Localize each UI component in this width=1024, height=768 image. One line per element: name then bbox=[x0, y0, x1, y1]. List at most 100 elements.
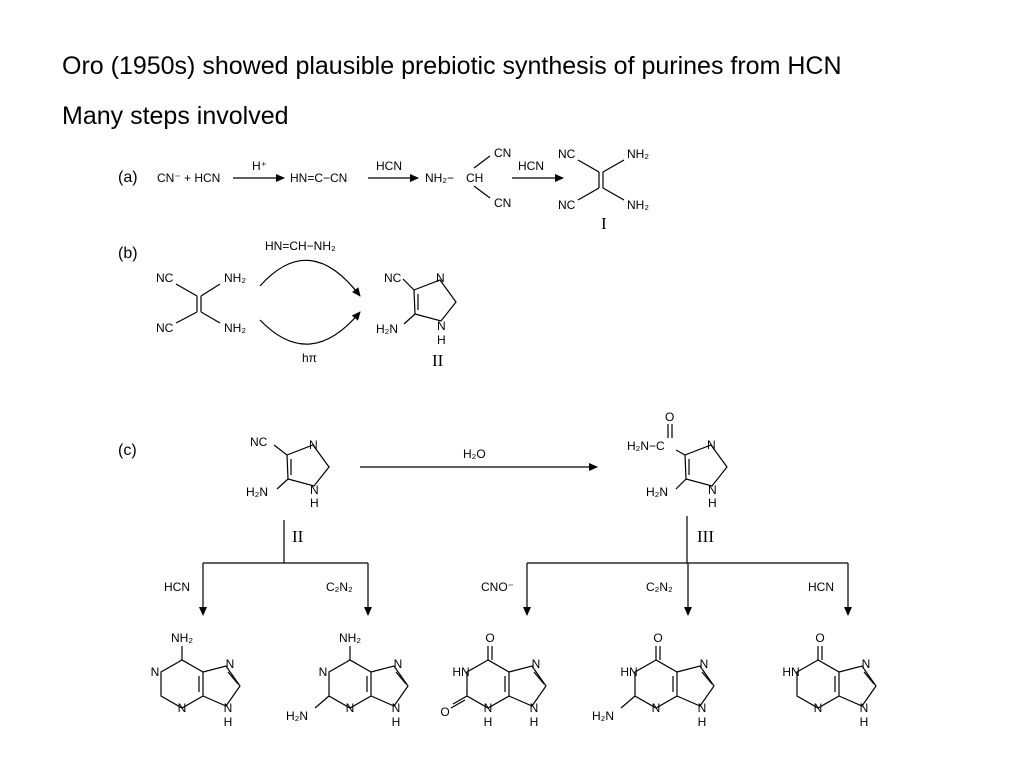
b-nc-bottom: NC bbox=[156, 321, 174, 335]
purine-4-c2-nh2-label: H₂N bbox=[592, 709, 614, 723]
b-prod-n: N bbox=[436, 271, 445, 285]
purine-products: NH₂NNNNHNH₂NNNNHH₂NOHNNNNHHOOHNNNNHH₂NOH… bbox=[151, 631, 877, 729]
purine-1-n7-label: N bbox=[226, 657, 235, 671]
a-intermediate-1: HN=C−CN bbox=[290, 171, 347, 185]
purine-2-n9-h-label: H bbox=[392, 715, 401, 729]
compound-label-II-b: II bbox=[432, 351, 444, 370]
purine-2-c2-nh2-label: H₂N bbox=[286, 709, 308, 723]
c-amide-h2n-c: H₂N−C bbox=[627, 439, 665, 453]
panel-c: (c) NC H₂N N N H H₂O O H₂N−C H₂N N N H I… bbox=[118, 410, 852, 616]
b-prod-nh-n: N bbox=[437, 319, 446, 333]
b-arrow-top bbox=[259, 259, 361, 297]
purine-1-n3-label: N bbox=[178, 701, 187, 715]
c-branch-label-2: C₂N₂ bbox=[326, 580, 353, 594]
a-inter2-cn-bottom: CN bbox=[494, 196, 511, 210]
a-inter2-nh2: NH₂− bbox=[425, 171, 454, 185]
a-prod-nc-bottom: NC bbox=[558, 198, 576, 212]
a-inter2-cn-top: CN bbox=[494, 146, 511, 160]
purine-5-c6-label: O bbox=[815, 631, 824, 645]
b-prod-h2n: H₂N bbox=[376, 322, 398, 336]
c-amide-h2n-ring: H₂N bbox=[646, 485, 668, 499]
a-cond-3: HCN bbox=[518, 159, 544, 173]
purine-3-double-n7c8 bbox=[533, 671, 545, 685]
slide-line-2: Many steps involved bbox=[62, 102, 289, 130]
a-prod-bond-1 bbox=[577, 159, 600, 173]
purine-2-imidazole-ring bbox=[370, 665, 409, 707]
c-amide-ring bbox=[684, 444, 728, 487]
purine-3-imidazole-ring bbox=[508, 665, 547, 707]
c-amide-o: O bbox=[665, 410, 674, 424]
c-amide-n: N bbox=[707, 438, 716, 452]
a-prod-bond-2 bbox=[602, 159, 625, 173]
b-imidazole-ring bbox=[413, 279, 457, 322]
a-inter2-bond-top bbox=[473, 155, 491, 169]
purine-3-c6-label: O bbox=[485, 631, 494, 645]
panel-a: (a) CN⁻ + HCN H⁺ HN=C−CN HCN NH₂− CH CN … bbox=[118, 146, 649, 233]
a-reactants: CN⁻ + HCN bbox=[157, 171, 220, 185]
c-branch-label-4: C₂N₂ bbox=[646, 580, 673, 594]
compound-label-II-c: II bbox=[292, 527, 304, 546]
purine-4-c2-nh2-bond bbox=[620, 695, 636, 709]
purine-5-n1-label: HN bbox=[782, 665, 799, 679]
slide-line-1: Oro (1950s) showed plausible prebiotic s… bbox=[62, 52, 842, 80]
a-cond-2: HCN bbox=[376, 159, 402, 173]
b-arrow-bottom bbox=[259, 311, 361, 345]
purine-5-double-n7c8 bbox=[863, 671, 875, 685]
b-nc-top: NC bbox=[156, 271, 174, 285]
a-inter2-ch: CH bbox=[466, 171, 483, 185]
purine-3-n1-label: HN bbox=[452, 665, 469, 679]
a-cond-1: H⁺ bbox=[252, 159, 267, 173]
purine-4-c6-label: O bbox=[653, 631, 662, 645]
b-bond-4 bbox=[200, 311, 221, 324]
c-amide-nh-n: N bbox=[708, 483, 717, 497]
a-prod-bond-4 bbox=[602, 187, 625, 201]
purine-2-n7-label: N bbox=[394, 657, 403, 671]
c-start-nh-h: H bbox=[310, 496, 319, 510]
b-bond-3 bbox=[175, 311, 198, 324]
purine-2-n9-label: N bbox=[392, 701, 401, 715]
purine-4-n9-h-label: H bbox=[698, 715, 707, 729]
c-amide-ring-bond bbox=[675, 449, 686, 456]
purine-3-n9-label: N bbox=[530, 701, 539, 715]
purine-2-n1-label: N bbox=[319, 665, 328, 679]
purine-4-n7-label: N bbox=[700, 657, 709, 671]
b-prod-nc: NC bbox=[384, 271, 402, 285]
a-prod-nh2-bottom: NH₂ bbox=[627, 198, 649, 212]
c-start-nh-n: N bbox=[310, 483, 319, 497]
c-start-cn-bond bbox=[273, 444, 288, 456]
purine-2-c6-label: NH₂ bbox=[339, 631, 361, 645]
b-bond-1 bbox=[175, 283, 198, 297]
purine-4-n1-label: HN bbox=[620, 665, 637, 679]
purine-2-double-n7c8 bbox=[395, 671, 407, 685]
purine-1-n9-h-label: H bbox=[224, 715, 233, 729]
purine-2-c2-nh2-bond bbox=[314, 695, 330, 709]
compound-label-III: III bbox=[697, 527, 714, 546]
purine-3-c2-double bbox=[450, 699, 466, 709]
purine-1-n1-label: N bbox=[151, 665, 160, 679]
purine-3-c2-label: O bbox=[440, 705, 449, 719]
compound-label-I: I bbox=[601, 214, 607, 233]
panel-label-a: (a) bbox=[118, 169, 138, 186]
c-branch-label-5: HCN bbox=[808, 580, 834, 594]
a-prod-bond-3 bbox=[577, 187, 600, 201]
purine-1-n9-label: N bbox=[224, 701, 233, 715]
purine-3-n3-label: N bbox=[484, 701, 493, 715]
purine-2-n3-label: N bbox=[346, 701, 355, 715]
c-amide-nh-h: H bbox=[708, 496, 717, 510]
purine-3-c2-bond bbox=[452, 695, 468, 705]
purine-5-n9-h-label: H bbox=[860, 715, 869, 729]
purine-4-n9-label: N bbox=[698, 701, 707, 715]
panel-label-b: (b) bbox=[118, 245, 138, 262]
b-reagent-bottom: hπ bbox=[302, 351, 317, 365]
b-ring-nh2-bond bbox=[403, 313, 416, 325]
b-ring-cn-bond bbox=[402, 278, 415, 291]
purine-3-n9-h-label: H bbox=[530, 715, 539, 729]
c-start-ring bbox=[286, 444, 330, 487]
c-branch-label-3: CNO⁻ bbox=[481, 580, 514, 594]
purine-4-imidazole-ring bbox=[676, 665, 715, 707]
c-start-nc: NC bbox=[250, 435, 268, 449]
